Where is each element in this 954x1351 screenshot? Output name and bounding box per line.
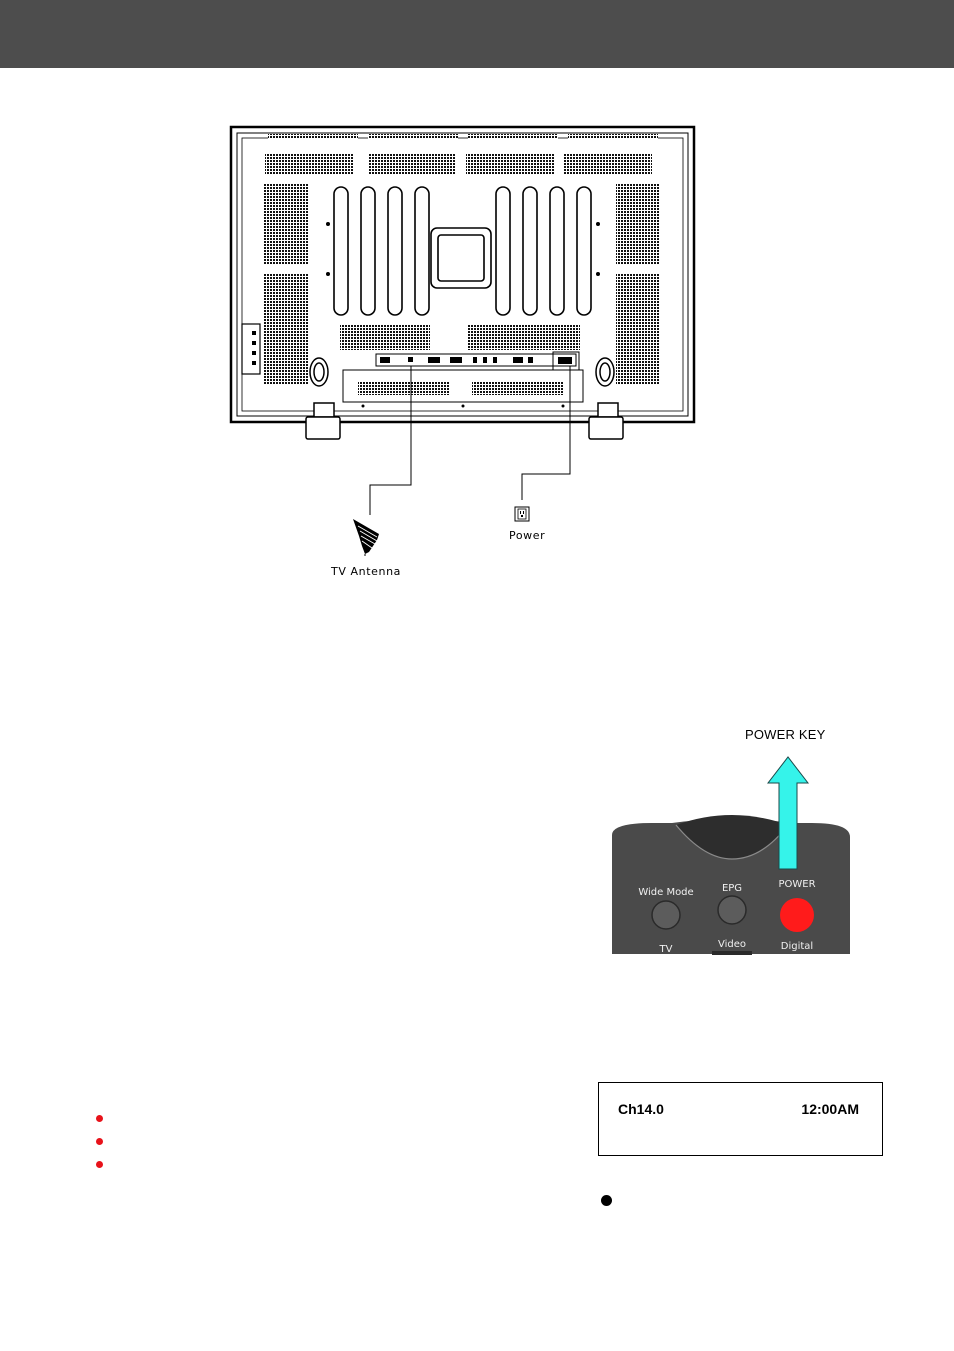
video-label: Video [718,939,746,950]
power-label: Power [509,529,546,542]
header-bar [0,0,954,68]
digital-label: Digital [781,941,813,952]
power-outlet-icon [514,506,530,522]
epg-label: EPG [722,883,742,894]
bullet-osd-note [601,1195,612,1206]
tv-rear-panel-diagram [229,125,696,454]
antenna-label: TV Antenna [331,565,402,578]
tv-label: TV [659,944,673,955]
wide-mode-label: Wide Mode [638,887,693,898]
remote-control-illustration: Wide Mode EPG POWER TV Video Digital [612,756,850,955]
osd-display: Ch14.0 12:00AM [598,1082,883,1156]
cable-lines [369,420,571,515]
power-key-callout: POWER KEY [745,727,826,742]
bullet-3 [96,1161,103,1168]
bullet-2 [96,1138,103,1145]
power-button-label: POWER [778,879,815,890]
osd-channel: Ch14.0 [618,1101,664,1117]
antenna-icon [353,519,379,556]
osd-time: 12:00AM [801,1101,859,1117]
bullet-1 [96,1115,103,1122]
